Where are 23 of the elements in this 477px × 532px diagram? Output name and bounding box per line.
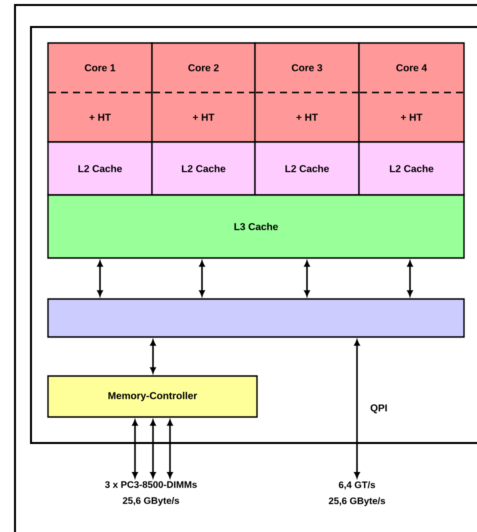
arrow <box>167 420 173 478</box>
rate-text: 6,4 GT/s 25,6 GByte/s <box>328 481 386 506</box>
cache-box: L2 Cache <box>358 141 465 196</box>
arrow <box>304 260 310 296</box>
arrow <box>354 340 360 478</box>
arrow <box>150 420 156 478</box>
core-box: Core 2 + HT <box>151 42 256 143</box>
cache-box: L2 Cache <box>254 141 360 196</box>
core-box: Core 1 + HT <box>47 42 153 143</box>
core-box: Core 4 + HT <box>358 42 465 143</box>
edge-label: QPI <box>370 404 387 414</box>
cache-box: L3 Cache <box>47 194 465 259</box>
cache-box: L2 Cache <box>151 141 256 196</box>
arrow <box>407 260 413 296</box>
arrow <box>97 260 103 296</box>
arrow <box>150 340 156 374</box>
controller-box: Memory-Controller <box>47 375 258 418</box>
arrow <box>199 260 205 296</box>
cache-box: L2 Cache <box>47 141 153 196</box>
bus-bar <box>47 298 465 338</box>
core-box: Core 3 + HT <box>254 42 360 143</box>
arrow <box>132 420 138 478</box>
rate-text: 3 x PC3-8500-DIMMs 25,6 GByte/s <box>105 481 197 506</box>
